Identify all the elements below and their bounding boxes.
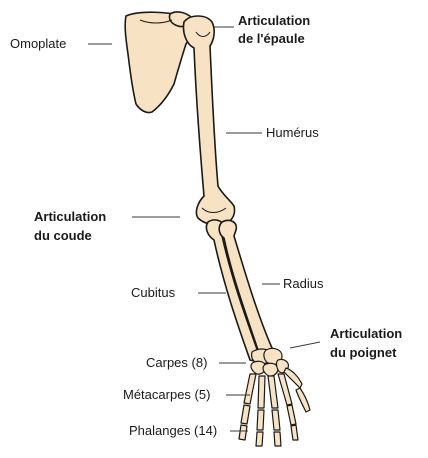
label-radius: Radius [283,276,324,291]
skeleton [125,12,310,446]
wrist-leader [290,342,320,348]
label-omoplate: Omoplate [10,36,66,51]
label-shoulder-line2: de l'épaule [238,31,305,46]
label-wrist-line2: du poignet [330,345,397,360]
label-phalanges: Phalanges (14) [129,423,217,438]
label-elbow-line2: du coude [34,228,92,243]
label-elbow-line1: Articulation [34,209,106,224]
label-wrist-line1: Articulation [330,326,402,341]
label-carpes: Carpes (8) [146,355,207,370]
label-shoulder-line1: Articulation [238,13,310,28]
label-cubitus: Cubitus [131,285,176,300]
label-metacarpes: Métacarpes (5) [123,387,210,402]
carpal-bones [251,348,288,376]
hand-bones [239,368,310,446]
humerus-bone [183,16,234,225]
label-humerus: Humérus [266,125,319,140]
